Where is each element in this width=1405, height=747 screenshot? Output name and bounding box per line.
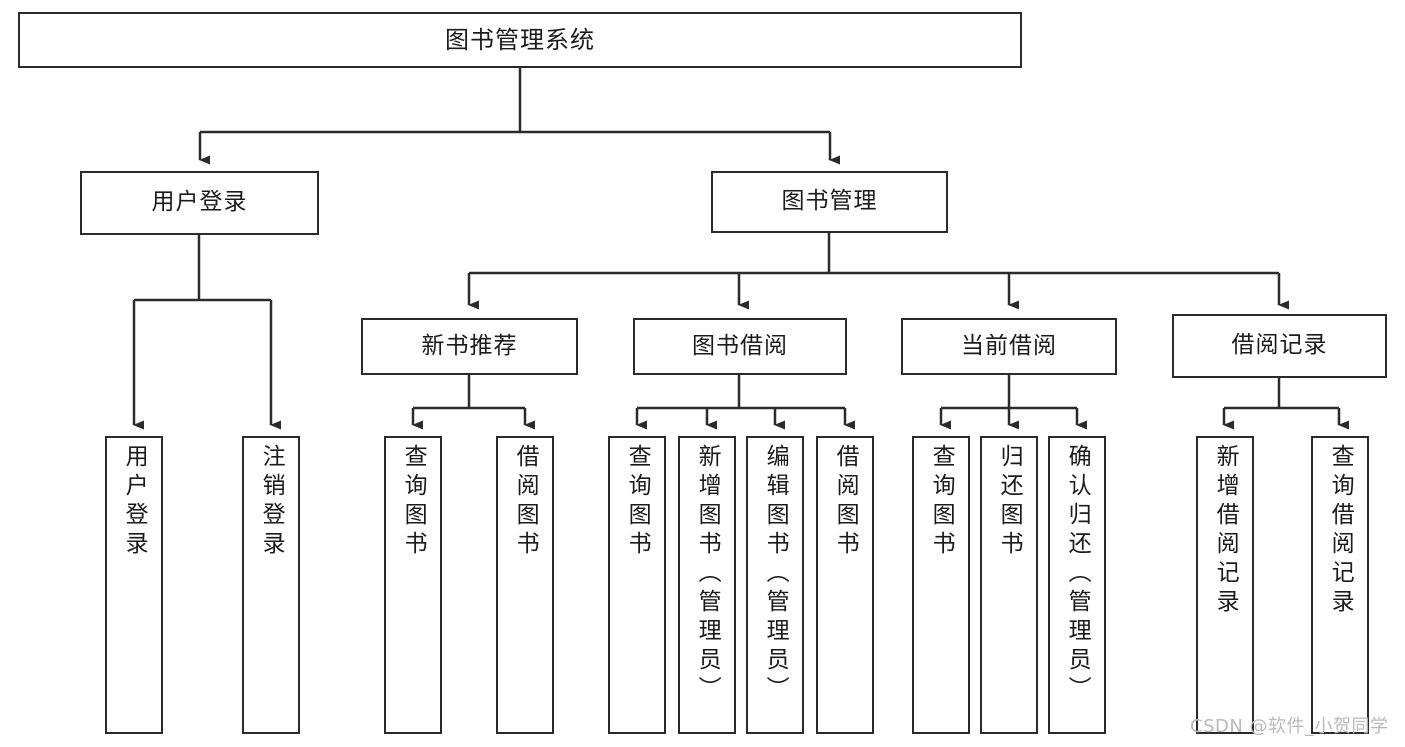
leaf-current-confirm-return[interactable]: 确认归还（管理员） [1048, 436, 1106, 734]
node-new-book-recommend[interactable]: 新书推荐 [361, 318, 578, 375]
leaf-label: 归还图书 [996, 444, 1023, 560]
leaf-record-query[interactable]: 查询借阅记录 [1311, 436, 1369, 734]
leaf-borrow-edit-book[interactable]: 编辑图书（管理员） [746, 436, 804, 734]
node-borrow-record[interactable]: 借阅记录 [1172, 314, 1387, 378]
node-book-management[interactable]: 图书管理 [711, 171, 948, 233]
leaf-borrow-query-book[interactable]: 查询图书 [608, 436, 666, 734]
node-current-borrow[interactable]: 当前借阅 [901, 318, 1117, 375]
leaf-label: 查询图书 [400, 444, 427, 560]
leaf-label: 查询借阅记录 [1327, 444, 1354, 618]
leaf-label: 用户登录 [121, 444, 148, 560]
leaf-label: 借阅图书 [832, 444, 859, 560]
leaf-current-return-book[interactable]: 归还图书 [980, 436, 1038, 734]
leaf-borrow-borrow-book[interactable]: 借阅图书 [816, 436, 874, 734]
leaf-label: 确认归还（管理员） [1064, 444, 1091, 705]
leaf-user-login-logout[interactable]: 注销登录 [242, 436, 300, 734]
leaf-record-add[interactable]: 新增借阅记录 [1196, 436, 1254, 734]
node-root-system[interactable]: 图书管理系统 [18, 12, 1022, 68]
leaf-current-query-book[interactable]: 查询图书 [912, 436, 970, 734]
leaf-label: 新增借阅记录 [1212, 444, 1239, 618]
node-book-borrow[interactable]: 图书借阅 [633, 318, 847, 375]
leaf-label: 查询图书 [624, 444, 651, 560]
leaf-label: 新增图书（管理员） [694, 444, 721, 705]
leaf-label: 注销登录 [258, 444, 285, 560]
leaf-user-login-login[interactable]: 用户登录 [105, 436, 163, 734]
leaf-label: 借阅图书 [512, 444, 539, 560]
leaf-borrow-add-book[interactable]: 新增图书（管理员） [678, 436, 736, 734]
node-user-login[interactable]: 用户登录 [80, 171, 319, 235]
watermark: CSDN @软件_小贺同学 [1190, 716, 1389, 737]
leaf-new-book-borrow[interactable]: 借阅图书 [496, 436, 554, 734]
leaf-label: 查询图书 [928, 444, 955, 560]
leaf-new-book-query[interactable]: 查询图书 [384, 436, 442, 734]
leaf-label: 编辑图书（管理员） [762, 444, 789, 705]
